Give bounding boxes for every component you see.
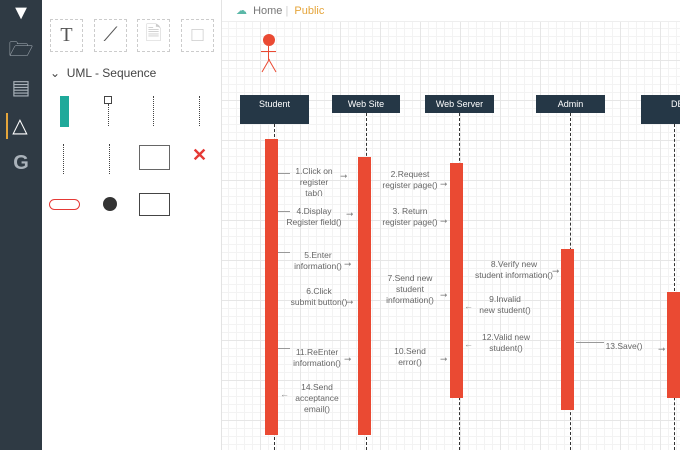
text-icon[interactable]: T bbox=[50, 19, 83, 52]
message-3[interactable]: 3. Return register page() bbox=[382, 206, 438, 227]
message-1[interactable]: 1.Click on register tab() bbox=[295, 166, 333, 196]
message-6[interactable]: 6.Click submit button() bbox=[290, 286, 348, 307]
breadcrumb: ☁ Home | Public bbox=[222, 0, 680, 22]
activation-bar-shape[interactable] bbox=[60, 96, 69, 127]
actor-leg bbox=[268, 58, 277, 73]
object-admin[interactable]: Admin bbox=[536, 95, 605, 113]
arrow-line bbox=[278, 173, 290, 174]
folder-icon[interactable]: 🗁 bbox=[8, 39, 34, 61]
arrow-line bbox=[278, 252, 290, 253]
message-13[interactable]: 13.Save() bbox=[605, 341, 643, 351]
lifeline-object-shape[interactable] bbox=[104, 96, 112, 104]
activation-admin[interactable] bbox=[561, 249, 574, 410]
message-pill-shape[interactable] bbox=[49, 199, 80, 210]
arrow-right-icon: ➞ bbox=[346, 209, 354, 219]
lifeline-boundary-shape[interactable] bbox=[199, 96, 200, 126]
arrow-left-icon: ← bbox=[464, 301, 473, 311]
frame-shape[interactable] bbox=[139, 145, 170, 170]
message-10[interactable]: 10.Send error() bbox=[394, 346, 426, 367]
object-web-site[interactable]: Web Site bbox=[332, 95, 400, 113]
rectangle-icon[interactable]: □ bbox=[181, 19, 214, 52]
cloud-icon: ☁ bbox=[236, 5, 247, 17]
object-db[interactable]: DB bbox=[641, 95, 680, 124]
actor-body bbox=[268, 46, 269, 60]
section-uml-sequence[interactable]: ⌄ UML - Sequence bbox=[50, 66, 157, 80]
activation-web-server[interactable] bbox=[450, 163, 463, 398]
initial-node-shape[interactable] bbox=[103, 197, 117, 211]
activation-web-site[interactable] bbox=[358, 157, 371, 435]
image-icon[interactable]: ▤ bbox=[11, 77, 31, 99]
lifeline-entity-shape[interactable] bbox=[63, 144, 64, 174]
activation-db[interactable] bbox=[667, 292, 680, 398]
message-2[interactable]: 2.Request register page() bbox=[382, 169, 438, 190]
message-5[interactable]: 5.Enter information() bbox=[294, 250, 342, 271]
activation-student[interactable] bbox=[265, 139, 278, 435]
arrow-right-icon: ➞ bbox=[344, 354, 352, 364]
arrow-right-icon: ➞ bbox=[344, 259, 352, 269]
left-rail: ▼ 🗁 ▤ △ G bbox=[0, 0, 42, 450]
arrow-left-icon: ← bbox=[464, 339, 473, 349]
destroy-x-icon[interactable]: ✕ bbox=[192, 145, 208, 165]
note-icon[interactable]: 🗎 bbox=[137, 19, 170, 52]
message-4[interactable]: 4.Display Register field() bbox=[286, 206, 342, 227]
arrow-right-icon: ➞ bbox=[440, 354, 448, 364]
arrow-left-icon: ← bbox=[280, 389, 289, 399]
arrow-right-icon: ➞ bbox=[552, 266, 560, 276]
section-title: UML - Sequence bbox=[66, 66, 157, 80]
actor-icon[interactable] bbox=[263, 34, 275, 46]
arrow-line bbox=[278, 348, 290, 349]
arrow-right-icon: ➞ bbox=[440, 290, 448, 300]
arrow-right-icon: ➞ bbox=[346, 297, 354, 307]
shapes-icon[interactable]: △ bbox=[6, 113, 32, 139]
message-9[interactable]: 9.Invalid new student() bbox=[479, 294, 531, 315]
lifeline-actor-shape[interactable] bbox=[153, 96, 154, 126]
breadcrumb-home[interactable]: Home bbox=[253, 5, 283, 17]
arrow-right-icon: ➞ bbox=[440, 179, 448, 189]
arrow-right-icon: ➞ bbox=[340, 171, 348, 181]
line-icon[interactable]: ⟋ bbox=[94, 19, 127, 52]
message-14[interactable]: 14.Send acceptance email() bbox=[295, 382, 339, 414]
actor-arms bbox=[261, 51, 276, 52]
google-icon[interactable]: G bbox=[13, 152, 29, 174]
lifeline-control-shape[interactable] bbox=[109, 144, 110, 174]
message-11[interactable]: 11.ReEnter information() bbox=[293, 347, 341, 368]
shape-panel: T ⟋ 🗎 □ ⌄ UML - Sequence ✕ bbox=[42, 0, 222, 450]
message-12[interactable]: 12.Valid new student() bbox=[481, 332, 531, 353]
arrow-right-icon: ➞ bbox=[440, 216, 448, 226]
arrow-right-icon: ➞ bbox=[658, 344, 666, 354]
logo-icon[interactable]: ▼ bbox=[11, 2, 31, 24]
message-8[interactable]: 8.Verify new student information() bbox=[475, 259, 553, 280]
diagram-canvas[interactable]: Student Web Site Web Server Admin DB 1.C… bbox=[222, 22, 680, 450]
object-student[interactable]: Student bbox=[240, 95, 309, 124]
lifeline bbox=[674, 124, 675, 450]
visibility-public[interactable]: Public bbox=[294, 5, 325, 17]
arrow-line bbox=[576, 342, 604, 343]
arrow-line bbox=[278, 211, 290, 212]
note-shape[interactable] bbox=[139, 193, 170, 216]
object-web-server[interactable]: Web Server bbox=[425, 95, 494, 113]
lifeline-dots bbox=[108, 104, 109, 126]
message-7[interactable]: 7.Send new student information() bbox=[386, 273, 434, 305]
